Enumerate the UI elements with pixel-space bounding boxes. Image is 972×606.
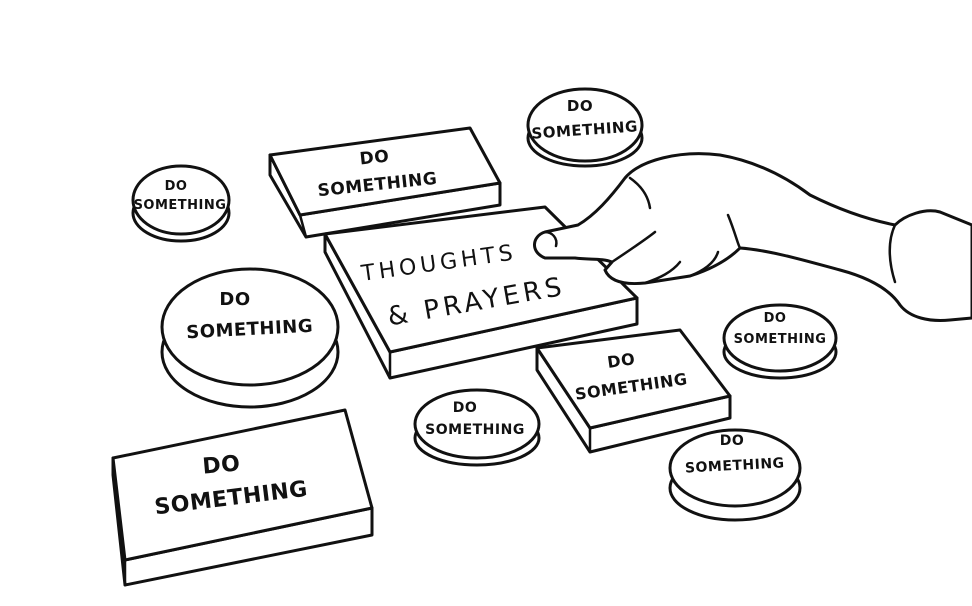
button-label-do: DO bbox=[219, 289, 250, 310]
button-label-do: DO bbox=[453, 400, 478, 416]
do-something-round-button-left-large[interactable]: DO SOMETHING bbox=[160, 267, 340, 409]
button-label-do: DO bbox=[165, 179, 188, 194]
button-label-do: DO bbox=[764, 311, 787, 326]
do-something-round-button-left-small[interactable]: DO SOMETHING bbox=[131, 164, 231, 243]
button-label-something: SOMETHING bbox=[134, 198, 227, 213]
do-something-round-button-center-bottom[interactable]: DO SOMETHING bbox=[413, 388, 541, 467]
do-something-rect-button-top[interactable]: DO SOMETHING bbox=[268, 126, 502, 239]
button-label-do: DO bbox=[359, 147, 391, 170]
button-label-do: DO bbox=[201, 451, 241, 479]
button-label-do: DO bbox=[606, 349, 636, 372]
button-label-something: SOMETHING bbox=[685, 455, 785, 476]
hand-pressing-button bbox=[533, 152, 972, 322]
do-something-rect-button-middle[interactable]: DO SOMETHING bbox=[535, 328, 732, 454]
do-something-round-button-right-small[interactable]: DO SOMETHING bbox=[722, 303, 838, 380]
do-something-round-button-bottom-right[interactable]: DO SOMETHING bbox=[668, 428, 802, 522]
button-label-do: DO bbox=[720, 433, 745, 449]
do-something-round-button-top[interactable]: DO SOMETHING bbox=[526, 87, 644, 168]
button-label-do: DO bbox=[567, 97, 593, 115]
button-label-something: SOMETHING bbox=[425, 422, 525, 438]
button-label-something: SOMETHING bbox=[734, 332, 827, 347]
do-something-rect-button-bottom[interactable]: DO SOMETHING bbox=[111, 408, 374, 587]
